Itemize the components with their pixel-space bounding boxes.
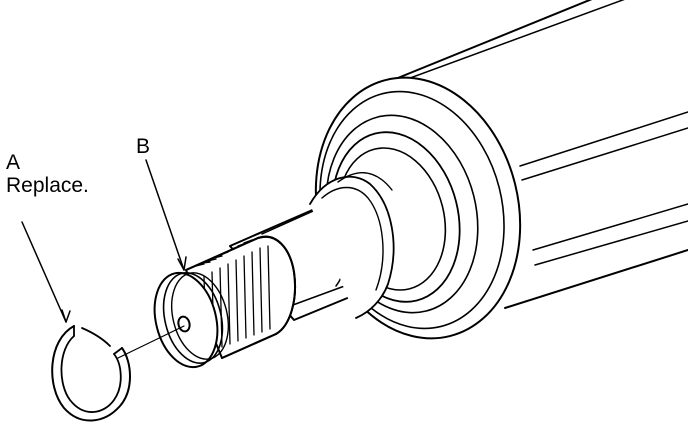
shaft-end-face [153, 271, 229, 369]
callout-a-note: Replace. [6, 174, 89, 197]
shaft-body [229, 172, 395, 321]
leader-arrow-b [177, 256, 187, 271]
callout-b-letter: B [136, 135, 151, 158]
leader-line-b [145, 159, 185, 271]
leader-arrow-a [61, 309, 71, 323]
circlip [51, 325, 131, 422]
leader-line-a [21, 221, 67, 323]
callout-a-letter: A [6, 151, 21, 174]
axis-line [117, 325, 185, 359]
